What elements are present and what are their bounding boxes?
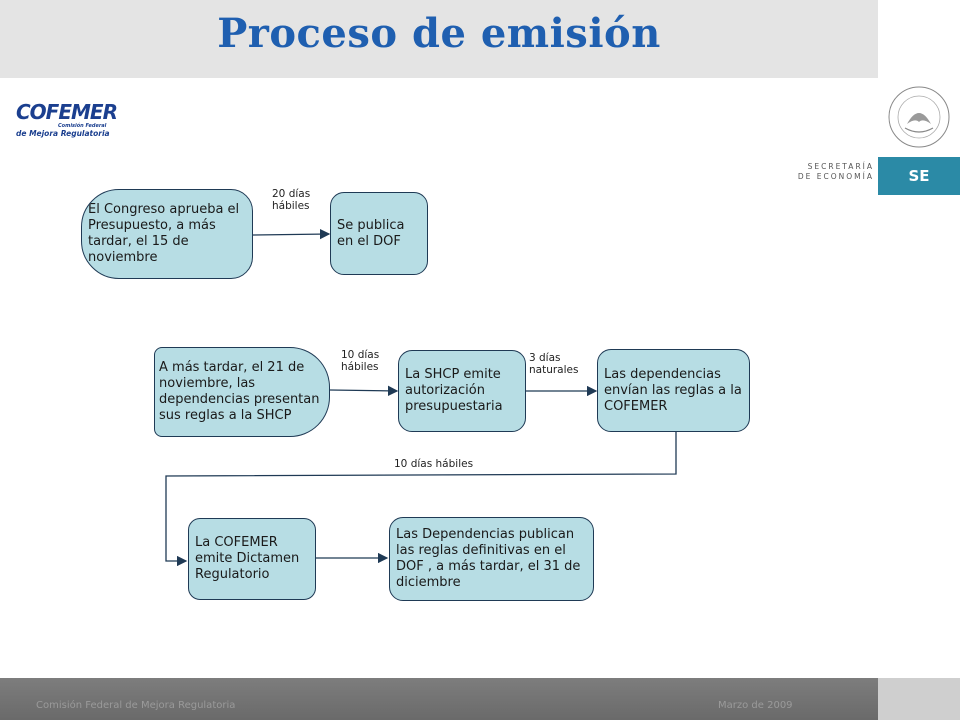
se-badge: SE bbox=[878, 157, 960, 195]
node-cofemer-dictamen: La COFEMER emite Dictamen Regulatorio bbox=[188, 518, 316, 600]
node-dependencias-envian: Las dependencias envían las reglas a la … bbox=[597, 349, 750, 432]
label-envian-to-cofemer: 10 días hábiles bbox=[394, 458, 474, 470]
cofemer-logo: COFEMER bbox=[16, 100, 118, 124]
footer-bar bbox=[0, 678, 878, 720]
node-shcp-autoriza: La SHCP emite autorización presupuestari… bbox=[398, 350, 526, 432]
arrow-envian-to-cofemer bbox=[165, 432, 677, 567]
page-title: Proceso de emisión bbox=[217, 10, 661, 57]
header-right-panel bbox=[878, 0, 960, 78]
footer-right-panel bbox=[878, 678, 960, 720]
label-presentan-to-shcp: 10 días hábiles bbox=[341, 349, 380, 373]
node-congreso: El Congreso aprueba el Presupuesto, a má… bbox=[81, 189, 253, 279]
cofemer-logo-sub1: Comisión Federal bbox=[58, 123, 107, 129]
secretaria-line2: DE ECONOMÍA bbox=[797, 172, 874, 181]
node-dependencias-publican: Las Dependencias publican las reglas def… bbox=[389, 517, 594, 601]
label-shcp-to-envian: 3 días naturales bbox=[529, 352, 579, 376]
secretaria-line1: SECRETARÍA bbox=[807, 162, 874, 171]
national-seal-icon bbox=[888, 86, 950, 148]
footer-org-name: Comisión Federal de Mejora Regulatoria bbox=[36, 700, 236, 711]
cofemer-logo-sub2: de Mejora Regulatoria bbox=[16, 129, 110, 138]
arrow-congreso-to-dof bbox=[252, 228, 331, 240]
label-congreso-to-dof: 20 días hábiles bbox=[272, 188, 311, 212]
title-bar bbox=[0, 0, 878, 78]
footer-date: Marzo de 2009 bbox=[718, 700, 793, 711]
node-publica-dof: Se publica en el DOF bbox=[330, 192, 428, 275]
secretaria-label: SECRETARÍA DE ECONOMÍA bbox=[790, 162, 874, 182]
node-dependencias-presentan: A más tardar, el 21 de noviembre, las de… bbox=[154, 347, 330, 437]
arrow-presentan-to-shcp bbox=[329, 385, 399, 397]
